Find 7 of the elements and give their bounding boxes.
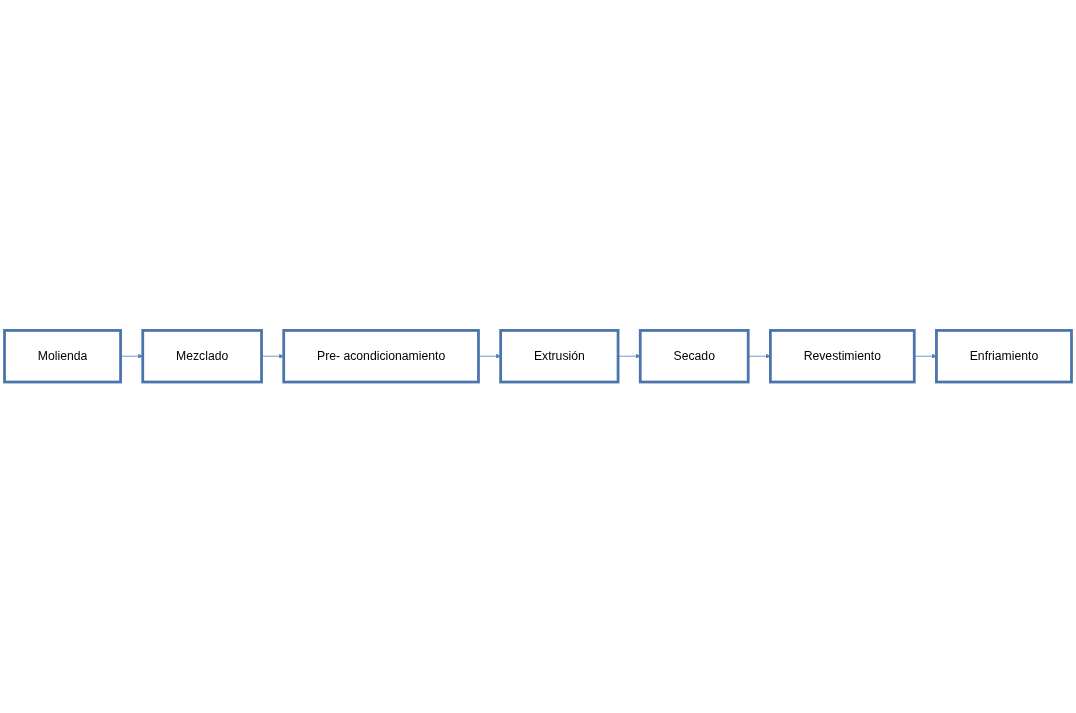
node-box: Secado xyxy=(638,329,750,384)
node-box: Pre- acondicionamiento xyxy=(282,329,480,384)
node-box: Mezclado xyxy=(141,329,263,384)
node-box: Extrusión xyxy=(499,329,620,384)
node-box: Molienda xyxy=(3,329,122,384)
node-box: Enfriamiento xyxy=(935,329,1073,384)
node-box: Revestimiento xyxy=(769,329,916,384)
